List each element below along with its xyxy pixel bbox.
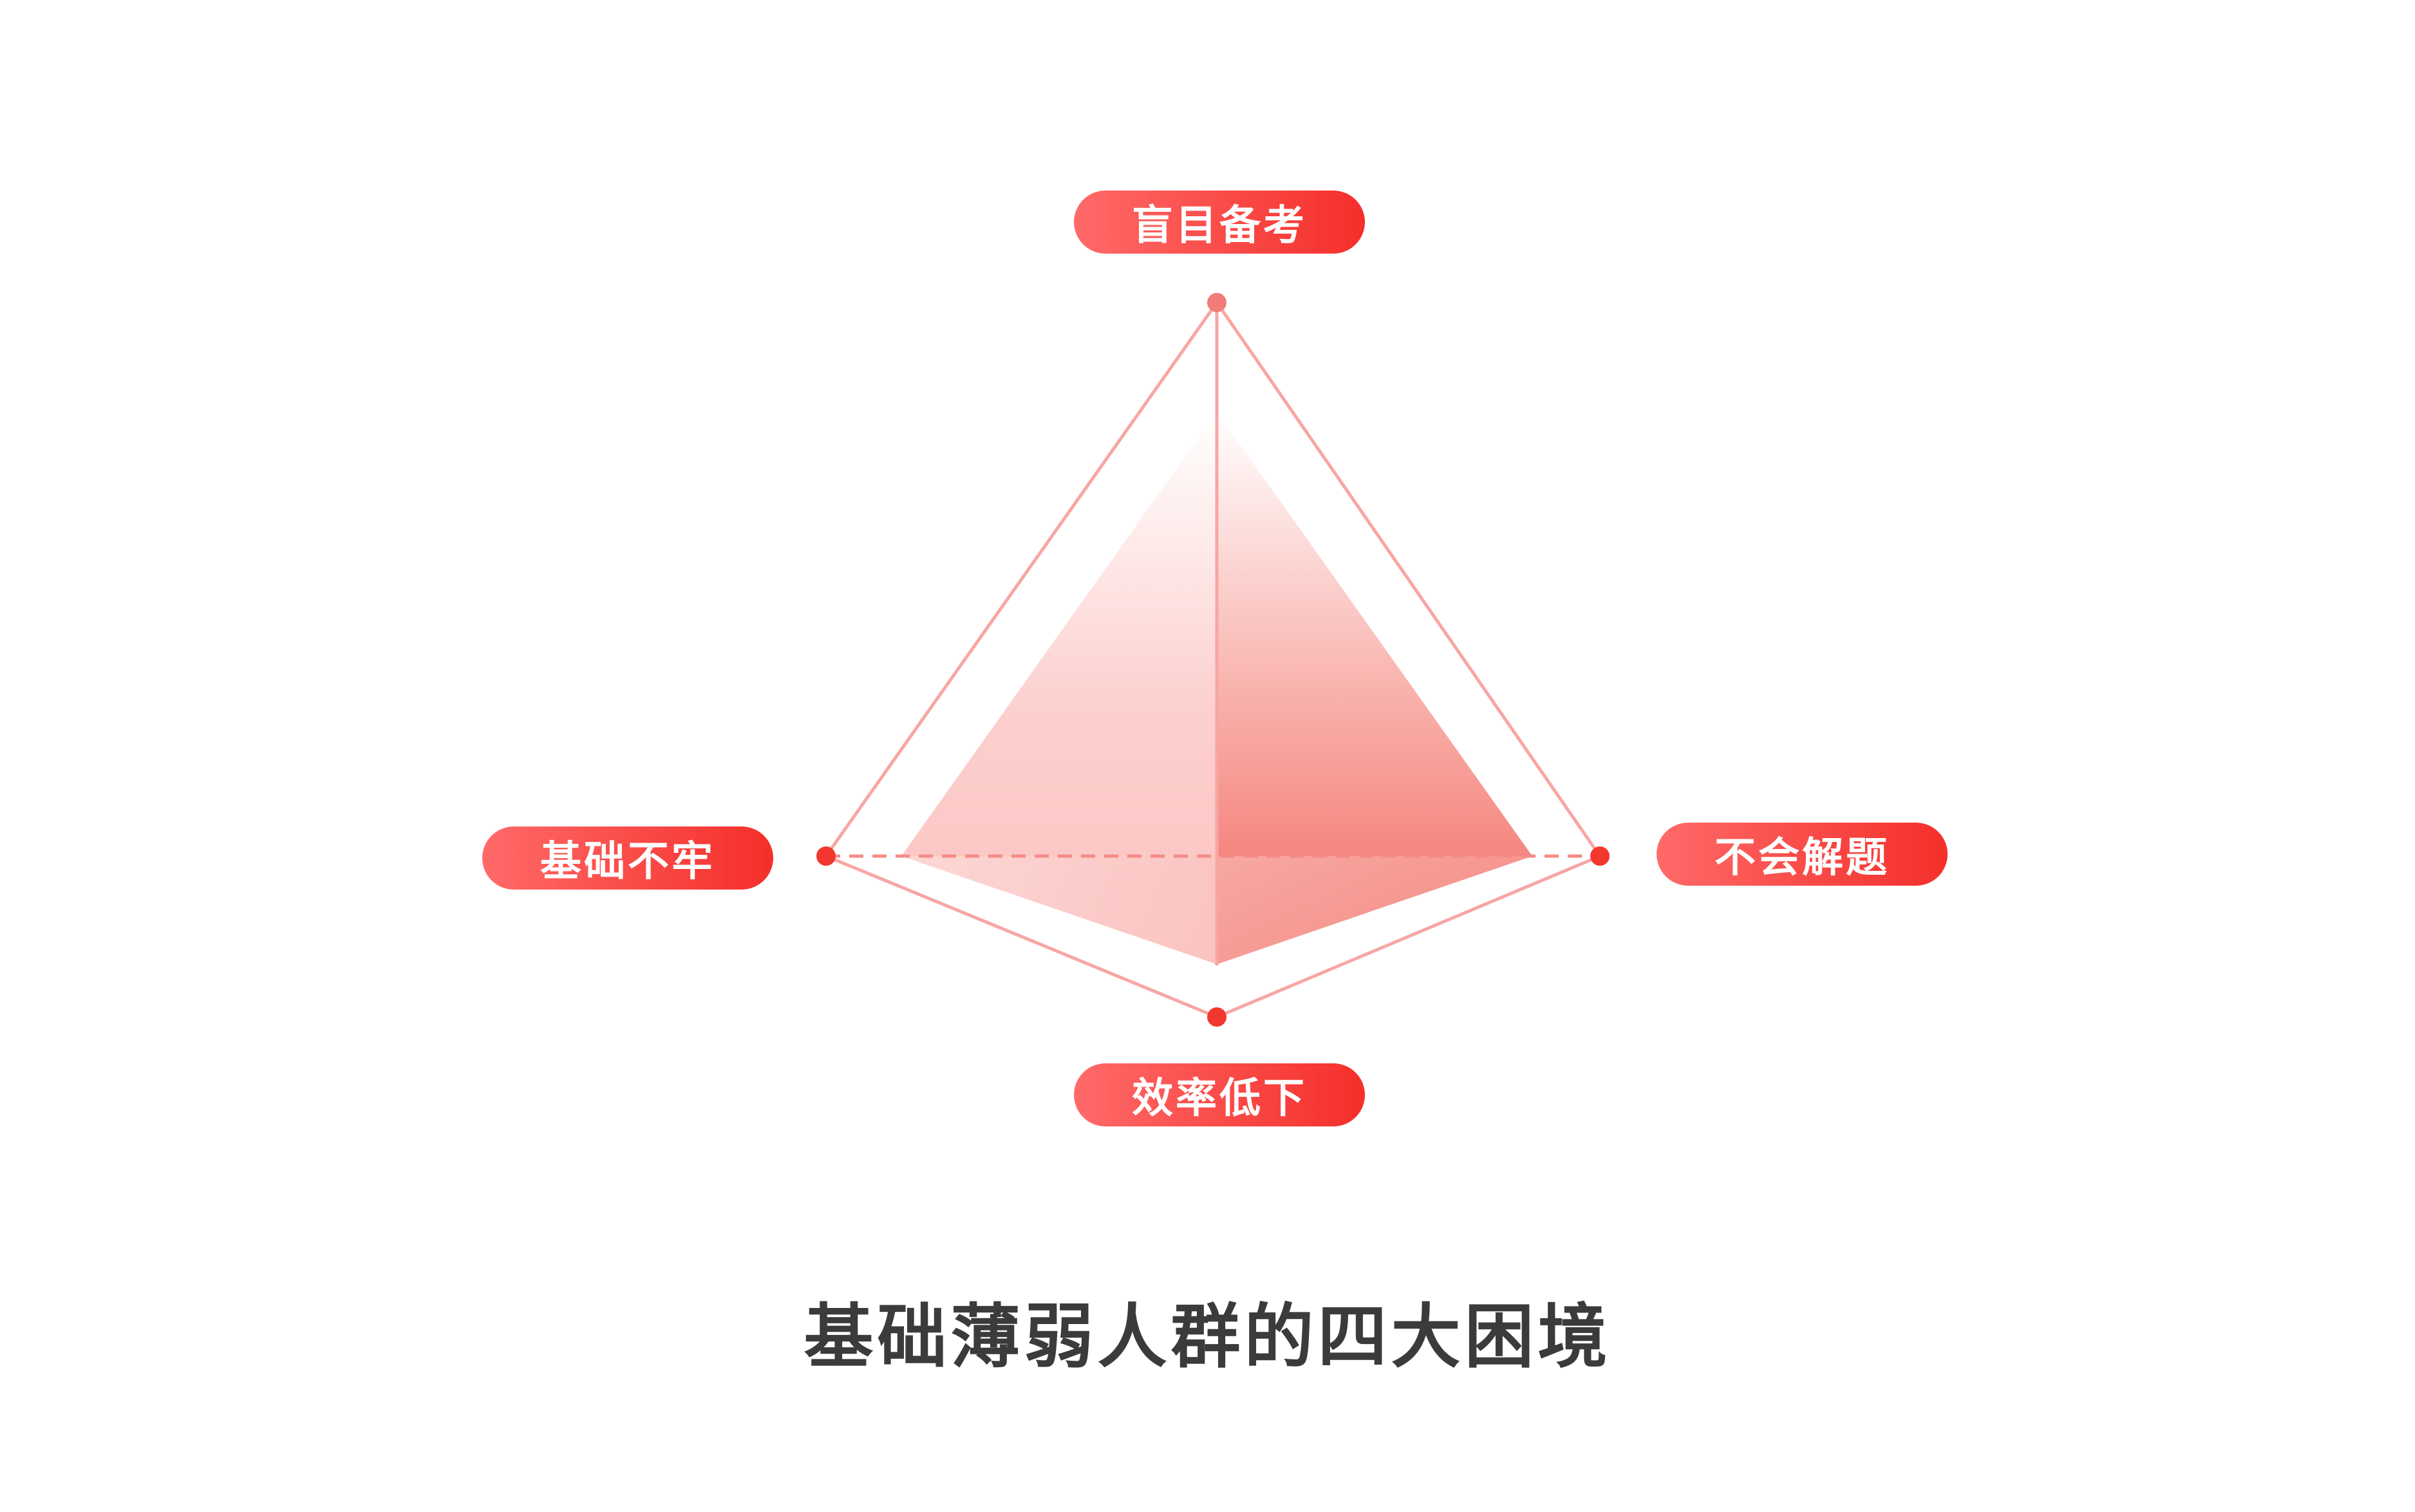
edge-top-right xyxy=(1215,301,1602,857)
label-pill-right: 不会解题 xyxy=(1657,823,1948,886)
left-face xyxy=(901,412,1217,964)
vertex-dot-right xyxy=(1590,846,1610,866)
edge-top-left xyxy=(824,301,1219,857)
vertex-dot-left xyxy=(816,846,836,866)
diagram-caption: 基础薄弱人群的四大困境 xyxy=(803,1297,1612,1377)
label-pill-top: 盲目备考 xyxy=(1074,191,1365,254)
right-face xyxy=(1217,412,1532,964)
edge-bottom-right xyxy=(1216,854,1601,1019)
label-pill-left: 基础不牢 xyxy=(482,826,773,890)
edge-bottom-left xyxy=(825,854,1217,1019)
vertex-dot-top xyxy=(1207,293,1226,312)
vertex-dot-bottom xyxy=(1207,1007,1226,1027)
label-pill-bottom: 效率低下 xyxy=(1074,1063,1365,1126)
